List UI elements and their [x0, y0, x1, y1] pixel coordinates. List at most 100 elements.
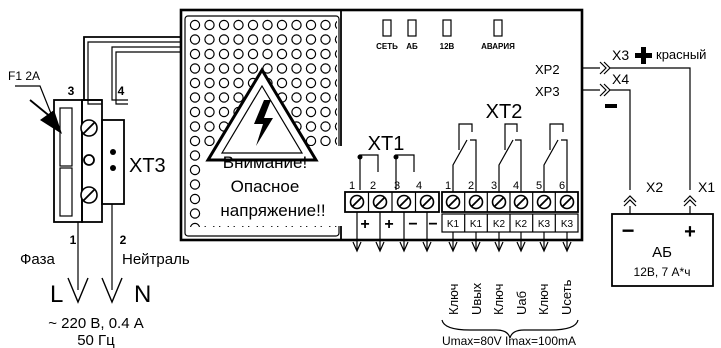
xt2-label: XT2	[486, 101, 523, 123]
xt2-contact-label: K3	[538, 219, 551, 230]
fuse-label: F1 2A	[8, 69, 40, 83]
x4-label: X4	[612, 71, 629, 87]
output-arrow	[539, 232, 549, 253]
lightning-icon	[254, 100, 273, 146]
pin-label: 3	[68, 84, 75, 98]
screw-icon	[445, 194, 461, 210]
xp3-label: XP3	[535, 84, 560, 99]
minus-icon	[605, 104, 617, 108]
relay-contact	[498, 123, 522, 192]
fuse-pointer-arrow	[40, 110, 62, 134]
xp2-label: XP2	[535, 62, 560, 77]
x1-label: X1	[698, 179, 715, 195]
battery-name: АБ	[652, 244, 672, 261]
output-label: Uаб	[514, 291, 529, 315]
pin-label: 1	[70, 233, 77, 247]
xt1-sign: −	[428, 216, 437, 233]
screw-icon	[372, 194, 388, 210]
output-arrows	[352, 212, 572, 253]
mains-arrow	[67, 277, 89, 304]
output-arrow	[448, 232, 458, 253]
x2-label: X2	[646, 179, 663, 195]
xt1-sign: +	[360, 216, 369, 233]
battery-box: − + АБ 12В, 7 А*ч	[611, 213, 714, 287]
screw-icon	[559, 194, 575, 210]
xt1-sign: +	[384, 216, 393, 233]
neutral-label: Нейтраль	[122, 251, 190, 268]
xt2-contact-label: K1	[470, 219, 483, 230]
screw-icon	[396, 194, 412, 210]
indicator-label: СЕТЬ	[376, 42, 398, 51]
output-limits: Umax=80V Imax=100mA	[442, 334, 576, 348]
output-label: Uсеть	[559, 279, 574, 315]
screw-icon	[513, 194, 529, 210]
output-arrow	[494, 232, 504, 253]
xt1-label: XT1	[368, 133, 405, 155]
output-arrow	[516, 232, 526, 253]
led-12v	[442, 19, 452, 37]
xt1-pin-label: 1	[349, 180, 355, 192]
terminal-block-xt3: XT3 1 2 Фаза Нейтраль L N ~ 220 В, 0.4 А…	[20, 99, 190, 348]
screw-icon	[491, 194, 507, 210]
mains-spec: 50 Гц	[77, 332, 115, 348]
screw-icon	[349, 194, 365, 210]
xt2-contact-label: K2	[493, 219, 506, 230]
xt2-pin-label: 2	[468, 180, 474, 192]
output-arrow	[562, 232, 572, 253]
battery-plus: +	[684, 221, 696, 243]
indicator-label: АБ	[406, 42, 418, 51]
output-arrow	[352, 212, 362, 253]
output-label: Ключ	[446, 284, 461, 315]
x3-label: X3	[612, 47, 629, 63]
warning-line-1: Внимание!	[223, 153, 307, 172]
xt2-contact-label: K2	[515, 219, 528, 230]
red-wire-label: красный	[656, 47, 706, 62]
xt2-pin-label: 1	[445, 180, 451, 192]
line-label: L	[50, 281, 63, 308]
xt1-pin-label: 3	[394, 180, 400, 192]
output-brace	[441, 319, 579, 339]
led-alarm	[493, 19, 503, 37]
xt1-sign: −	[408, 216, 417, 233]
terminal-block-xt2: XT2 1 2 3 4 5 6 K1 K1 K2 K2 K3 K3	[441, 101, 579, 233]
battery-wiring: XP2 XP3 X3 X4 красный X2 X1	[535, 47, 715, 214]
phase-label: Фаза	[20, 251, 55, 268]
xt1-pin-label: 2	[370, 180, 376, 192]
screw-icon	[468, 194, 484, 210]
output-arrow	[422, 212, 432, 253]
battery-minus: −	[622, 218, 635, 243]
indicator-label: АВАРИЯ	[481, 42, 515, 51]
xt2-pin-label: 4	[513, 180, 519, 192]
mains-wiring: F1 2A 3 4	[8, 36, 181, 134]
xt2-contact-label: K1	[447, 219, 460, 230]
indicator-label: 12В	[440, 42, 455, 51]
screw-icon	[419, 194, 435, 210]
xt2-pin-label: 6	[559, 180, 565, 192]
warning-line-2: Опасное	[231, 177, 300, 196]
output-label: Ключ	[536, 284, 551, 315]
neutral-letter: N	[134, 281, 151, 308]
terminal-block-xt1: XT1 1 2 3 4 + + − −	[344, 133, 440, 233]
screw-icon	[80, 119, 98, 137]
led-battery	[407, 19, 417, 37]
fuse-holder	[53, 99, 83, 223]
screw-icon	[536, 194, 552, 210]
xt2-contact-label: K3	[561, 219, 574, 230]
plus-icon	[635, 47, 652, 64]
indicator-panel: СЕТЬ АБ 12В АВАРИЯ	[376, 19, 515, 51]
output-arrow	[375, 212, 385, 253]
screw-icon	[80, 186, 98, 204]
mains-spec: ~ 220 В, 0.4 А	[48, 315, 144, 332]
pin-label: 4	[118, 84, 125, 98]
output-label: Uвых	[469, 282, 484, 315]
relay-contact	[452, 123, 477, 192]
warning-line-3: напряжение!!	[220, 201, 325, 220]
relay-contact	[543, 123, 568, 192]
xt2-pin-label: 3	[491, 180, 497, 192]
xt1-pin-label: 4	[416, 180, 422, 192]
pin-label: 2	[120, 233, 127, 247]
xt3-label: XT3	[129, 155, 166, 177]
xt2-pin-label: 5	[536, 180, 542, 192]
output-label: Ключ	[491, 284, 506, 315]
